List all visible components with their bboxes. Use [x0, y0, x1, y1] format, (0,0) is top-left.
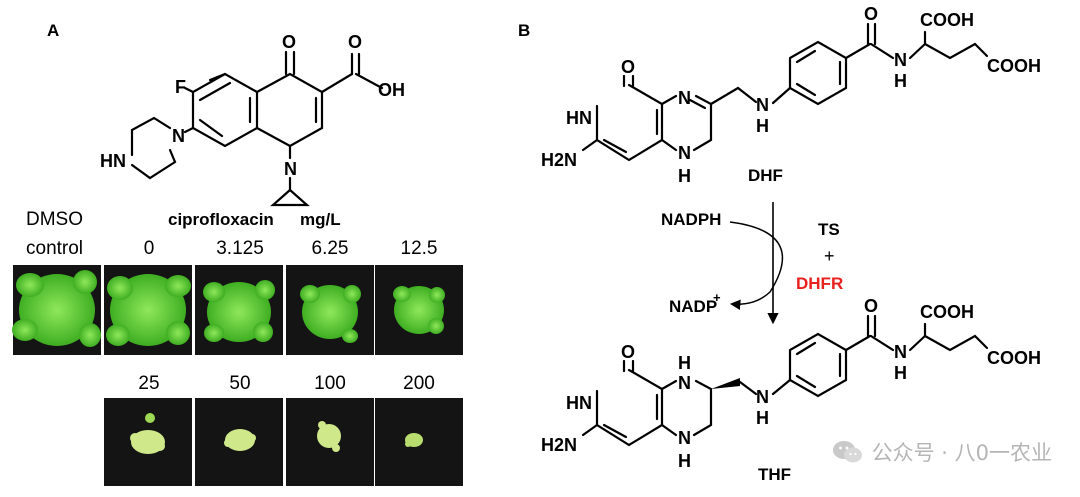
unit-label: mg/L	[300, 210, 341, 229]
nadph-label: NADPH	[661, 210, 721, 229]
thf-atom-h2n: H2N	[541, 435, 577, 455]
thf-structure	[581, 314, 989, 447]
ciprofloxacin-structure	[130, 50, 384, 207]
cipro-atom-f: F	[175, 77, 186, 97]
cipro-atom-keto-o: O	[282, 32, 296, 52]
dhf-atom-h2n: H2N	[541, 150, 577, 170]
cipro-atom-n-piperazine: N	[172, 126, 185, 146]
control-label: control	[26, 238, 83, 259]
plant-25	[130, 413, 165, 454]
conc-label-4: 25	[138, 373, 159, 394]
thf-atom-amide-n: N	[894, 342, 907, 362]
conc-label-0: 0	[144, 238, 155, 259]
wechat-icon	[832, 441, 862, 463]
conc-label-2: 6.25	[312, 238, 349, 259]
dhf-atom-amide-n: N	[894, 50, 907, 70]
thf-atom-h-top: H	[678, 353, 691, 373]
nadp-label: NADP	[669, 297, 717, 316]
plant-200	[405, 433, 423, 447]
thf-atom-nh-h: H	[756, 408, 769, 428]
dhf-structure	[581, 22, 989, 162]
cofactor-arrow	[729, 221, 784, 310]
plant-12.5	[393, 286, 445, 334]
plant-0	[106, 274, 191, 346]
thf-atom-amide-h: H	[894, 363, 907, 383]
panel-b-letter: B	[518, 21, 530, 40]
reaction-arrows	[729, 202, 784, 325]
cipro-atom-oh: OH	[378, 80, 405, 100]
thf-atom-cooh-1: COOH	[920, 302, 974, 322]
dmso-label: DMSO	[26, 209, 83, 230]
plant-50	[224, 429, 256, 451]
dhf-atom-nh-h: H	[756, 116, 769, 136]
dhf-atom-amide-o: O	[864, 4, 878, 24]
thf-atom-nh-n: N	[756, 387, 769, 407]
plant-100	[317, 421, 341, 452]
plant-control	[12, 270, 101, 347]
conc-label-6: 100	[314, 373, 346, 394]
dhf-atom-o: O	[621, 57, 635, 77]
cipro-atom-acid-o: O	[348, 32, 362, 52]
thf-atom-n-top: N	[678, 373, 691, 393]
thf-atom-cooh-2: COOH	[987, 348, 1041, 368]
plate-row-top	[12, 265, 463, 355]
nadp-charge: +	[713, 290, 721, 305]
conc-label-5: 50	[229, 373, 250, 394]
plate-row-bottom	[104, 398, 463, 486]
thf-label: THF	[758, 465, 791, 484]
conc-label-1: 3.125	[216, 238, 264, 259]
drug-label: ciprofloxacin	[168, 210, 274, 229]
dhf-atom-cooh-2: COOH	[987, 56, 1041, 76]
thf-atom-h-bottom: H	[678, 451, 691, 471]
dhf-atom-hn: HN	[566, 108, 592, 128]
thf-atom-n-bottom: N	[678, 428, 691, 448]
dhfr-label: DHFR	[796, 274, 843, 293]
ts-label: TS	[818, 220, 840, 239]
dhf-atom-nh-n: N	[756, 95, 769, 115]
conc-label-7: 200	[403, 373, 435, 394]
dhf-atom-amide-h: H	[894, 71, 907, 91]
dhf-atom-cooh-1: COOH	[920, 10, 974, 30]
watermark-text: 公众号 · 八0一农业	[871, 441, 1052, 465]
thf-atom-amide-o: O	[864, 296, 878, 316]
conc-label-3: 12.5	[401, 238, 438, 259]
plant-3.125	[203, 280, 275, 342]
plant-6.25	[300, 285, 361, 343]
dhf-atom-h-bottom: H	[678, 166, 691, 186]
cipro-atom-hn: HN	[100, 151, 126, 171]
plus-label: +	[824, 246, 835, 266]
dhf-label: DHF	[748, 166, 783, 185]
dhf-atom-n-top: N	[678, 88, 691, 108]
thf-atom-o: O	[621, 342, 635, 362]
thf-atom-hn: HN	[566, 393, 592, 413]
watermark: 公众号 · 八0一农业	[832, 437, 1052, 467]
cipro-atom-n1: N	[284, 159, 297, 179]
dhf-atom-n-bottom: N	[678, 143, 691, 163]
panel-a-letter: A	[47, 21, 59, 40]
